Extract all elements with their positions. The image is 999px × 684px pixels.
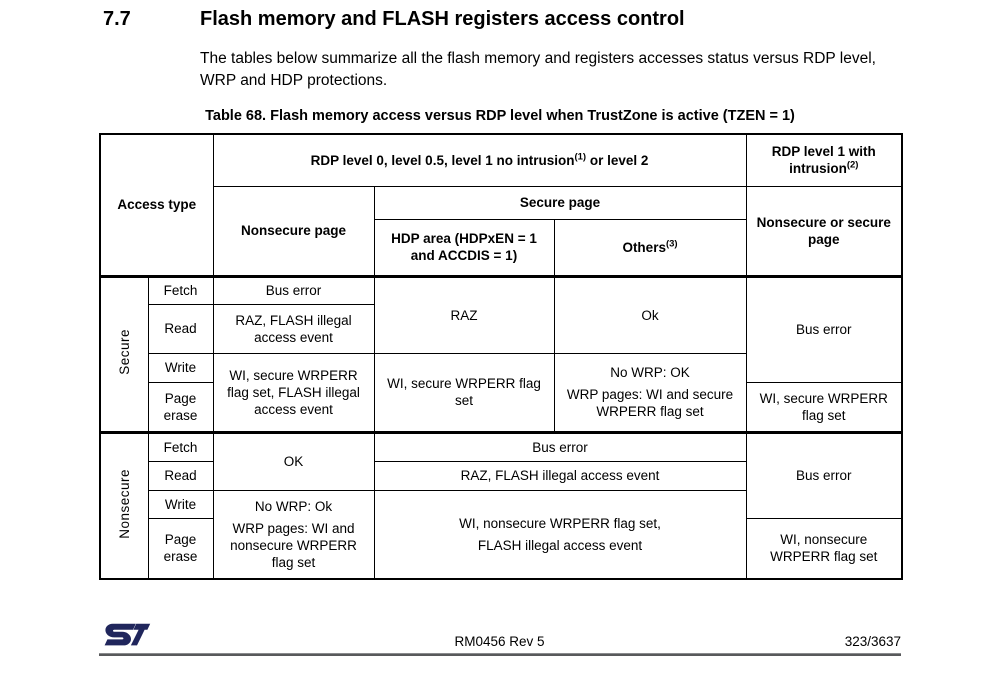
row-label-nonsecure-read: Read [147,460,214,491]
row-secure-read: Read RAZ, FLASH illegal access event [100,303,902,354]
header-rdp-low-text: RDP level 0, level 0.5, level 1 no intru… [310,152,575,168]
row-nonsecure-page-erase: Page erase WI, nonsecure WRPERR flag set [100,517,903,580]
cell-nonsecure-fetch-secure-pages: Bus error [373,430,747,462]
group-label-secure: Secure [99,274,149,433]
cell-secure-fetchread-hdp: RAZ [373,274,555,354]
header-secure-page: Secure page [373,185,747,220]
cell-nonsecure-writeerase-ns-line1: No WRP: Ok [254,498,333,514]
cell-secure-writeerase-hdp: WI, secure WRPERR flag set [373,352,555,433]
row-label-secure-write: Write [147,352,214,383]
cell-nonsecure-writeerase-ns-line2: WRP pages: WI and nonsecure WRPERR flag … [230,520,357,570]
header-rdp-low: RDP level 0, level 0.5, level 1 no intru… [212,133,747,187]
cell-secure-writeerase-others-line2: WRP pages: WI and secure WRPERR flag set [566,387,734,419]
footer-page-number: 323/3637 [844,634,901,649]
cell-nonsecure-writeerase-secure-line2: FLASH illegal access event [477,537,643,553]
cell-secure-pageerase-rdp1: WI, secure WRPERR flag set [745,381,903,433]
group-label-nonsecure-text: Nonsecure [116,468,132,539]
header-row-2: Nonsecure page Secure page Nonsecure or … [100,185,903,277]
cell-nonsecure-writeerase-secure-pages: WI, nonsecure WRPERR flag set, FLASH ill… [373,489,747,580]
table-header: Access type RDP level 0, level 0.5, leve… [99,133,903,277]
footer-rule [99,653,901,656]
header-rdp1-intrusion: RDP level 1 with intrusion(2) [745,133,903,187]
header-rdp1-text: RDP level 1 with intrusion [771,144,876,177]
table-body: Secure Fetch Bus error RAZ Ok Bus error … [99,274,903,580]
row-secure-write: Write WI, secure WRPERR flag set, FLASH … [100,352,902,433]
cell-secure-writeerase-others-line1: No WRP: OK [610,365,690,380]
footnote-marker-1: (1) [574,151,587,163]
cell-nonsecure-pageerase-rdp1: WI, nonsecure WRPERR flag set [745,517,903,580]
row-nonsecure-write: Write No WRP: Ok WRP pages: WI and nonse… [100,489,902,580]
cell-nonsecure-fetchread-nonsecure-page: OK [212,430,375,491]
footnote-marker-2: (2) [846,159,859,171]
section-heading: 7.7 Flash memory and FLASH registers acce… [103,8,685,31]
cell-nonsecure-fetchwrite-rdp1: Bus error [745,430,903,519]
row-nonsecure-read: Read RAZ, FLASH illegal access event [100,460,902,491]
row-label-secure-read: Read [147,303,214,354]
row-secure-fetch: Secure Fetch Bus error RAZ Ok Bus error [99,274,903,433]
cell-secure-fetchread-others: Ok [553,274,747,354]
row-nonsecure-fetch: Nonsecure Fetch OK Bus error Bus error [99,430,903,580]
header-nonsecure-or-secure-page: Nonsecure or secure page [745,185,903,277]
header-hdp-area: HDP area (HDPxEN = 1 and ACCDIS = 1) [373,218,555,277]
cell-secure-read-nonsecure-page: RAZ, FLASH illegal access event [212,303,375,354]
header-access-type: Access type [99,133,214,277]
row-label-nonsecure-write: Write [147,489,214,519]
cell-secure-writeerase-others: No WRP: OK WRP pages: WI and secure WRPE… [553,352,747,433]
header-rdp-low-tail: or level 2 [586,152,649,168]
header-others: Others(3) [553,218,747,277]
cell-nonsecure-read-secure-pages: RAZ, FLASH illegal access event [373,460,747,491]
header-row-3: HDP area (HDPxEN = 1 and ACCDIS = 1) Oth… [100,218,902,277]
row-secure-page-erase: Page erase WI, secure WRPERR flag set [100,381,903,433]
footnote-marker-3: (3) [665,238,678,249]
row-label-secure-page-erase: Page erase [147,381,214,433]
cell-nonsecure-writeerase-secure-line1: WI, nonsecure WRPERR flag set, [459,515,661,531]
flash-access-table: Access type RDP level 0, level 0.5, leve… [99,133,904,580]
header-others-text: Others [622,239,666,255]
cell-secure-fetch-nonsecure-page: Bus error [212,274,375,305]
row-label-nonsecure-page-erase: Page erase [147,517,214,580]
header-row-1: Access type RDP level 0, level 0.5, leve… [99,133,903,277]
cell-secure-writeerase-nonsecure-page: WI, secure WRPERR flag set, FLASH illega… [212,352,375,433]
section-number: 7.7 [103,8,131,30]
group-label-secure-text: Secure [116,329,132,375]
st-logo-icon [103,620,151,655]
footer-doc-reference: RM0456 Rev 5 [454,634,545,649]
row-label-secure-fetch: Fetch [147,274,214,305]
cell-secure-fetchwrite-rdp1: Bus error [745,274,903,383]
intro-paragraph: The tables below summarize all the flash… [200,50,876,89]
cell-nonsecure-writeerase-nonsecure-page: No WRP: Ok WRP pages: WI and nonsecure W… [212,489,375,580]
row-label-nonsecure-fetch: Fetch [147,430,214,462]
table-caption: Table 68. Flash memory access versus RDP… [205,108,795,124]
section-title: Flash memory and FLASH registers access … [200,8,685,30]
header-nonsecure-page: Nonsecure page [212,185,375,277]
group-label-nonsecure: Nonsecure [99,430,149,580]
